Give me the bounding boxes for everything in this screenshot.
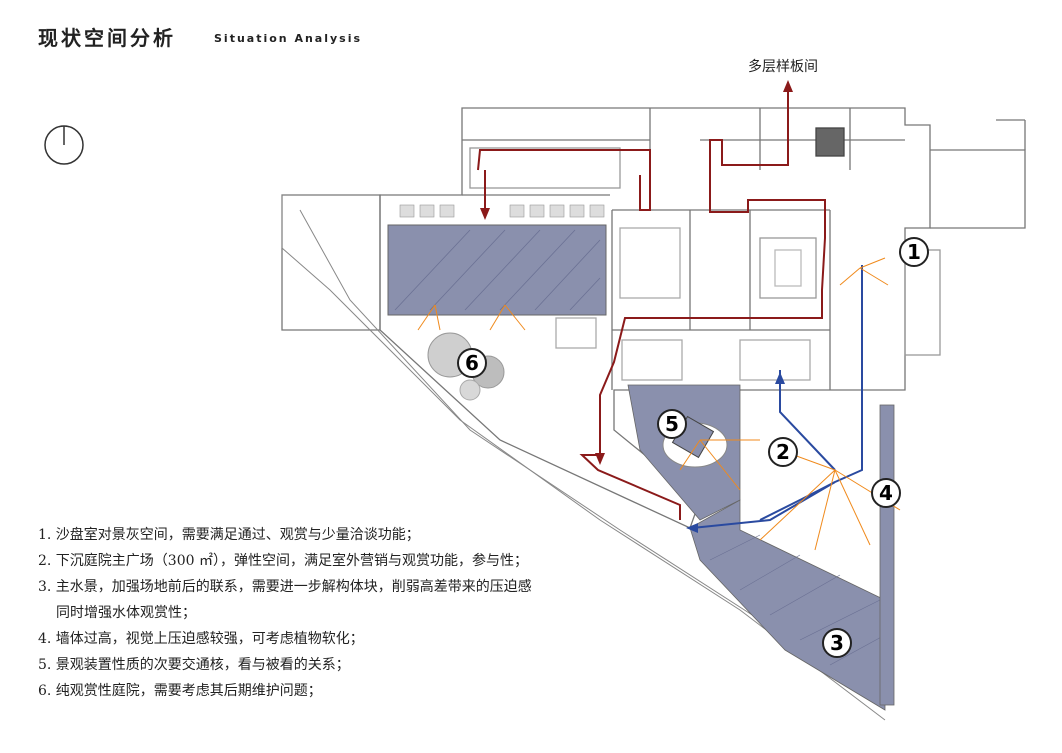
note-3-continued: 同时增强水体观赏性； bbox=[56, 605, 196, 621]
note-3: 3. 主水景，加强场地前后的联系，需要进一步解构体块，削弱高差带来的压迫感 bbox=[38, 579, 532, 595]
marker-2: 2 bbox=[768, 437, 798, 467]
building-footprint bbox=[281, 107, 1026, 529]
north-compass-icon bbox=[44, 125, 84, 165]
arrow-down-icon bbox=[480, 208, 490, 220]
svg-text:4: 4 bbox=[879, 481, 893, 505]
svg-text:6: 6 bbox=[465, 351, 479, 375]
svg-text:5: 5 bbox=[665, 412, 679, 436]
note-2: 2. 下沉庭院主广场（300 ㎡），弹性空间，满足室外营销与观赏功能，参与性； bbox=[38, 553, 528, 569]
svg-text:1: 1 bbox=[907, 240, 921, 264]
marker-6: 6 bbox=[457, 348, 487, 378]
note-5: 5. 景观装置性质的次要交通核，看与被看的关系； bbox=[38, 657, 350, 673]
marker-1: 1 bbox=[899, 237, 929, 267]
svg-text:2: 2 bbox=[776, 440, 790, 464]
arrow-up-icon bbox=[783, 80, 793, 92]
arrow-left-icon bbox=[686, 523, 698, 533]
red-route bbox=[477, 108, 826, 520]
sightlines bbox=[417, 257, 901, 551]
high-wall-4 bbox=[879, 404, 895, 706]
page-title: 现状空间分析 bbox=[38, 26, 176, 50]
arrow-up-icon bbox=[775, 372, 785, 384]
note-1: 1. 沙盘室对景灰空间，需要满足通过、观赏与少量洽谈功能； bbox=[38, 527, 420, 543]
analysis-notes: 1. 沙盘室对景灰空间，需要满足通过、观赏与少量洽谈功能； 2. 下沉庭院主广场… bbox=[38, 522, 678, 704]
marker-4: 4 bbox=[871, 478, 901, 508]
svg-text:3: 3 bbox=[830, 631, 844, 655]
label-multilevel-showroom: 多层样板间 bbox=[748, 59, 818, 75]
site-boundary bbox=[281, 195, 886, 721]
note-6: 6. 纯观赏性庭院，需要考虑其后期维护问题； bbox=[38, 683, 322, 699]
page-subtitle: Situation Analysis bbox=[214, 32, 363, 45]
arrow-down-icon bbox=[595, 453, 605, 465]
swimming-pool bbox=[387, 204, 607, 316]
marker-5: 5 bbox=[657, 409, 687, 439]
marker-3: 3 bbox=[822, 628, 852, 658]
secondary-stair-5 bbox=[627, 384, 741, 521]
water-feature-3 bbox=[689, 499, 886, 711]
note-4: 4. 墙体过高，视觉上压迫感较强，可考虑植物软化； bbox=[38, 631, 364, 647]
